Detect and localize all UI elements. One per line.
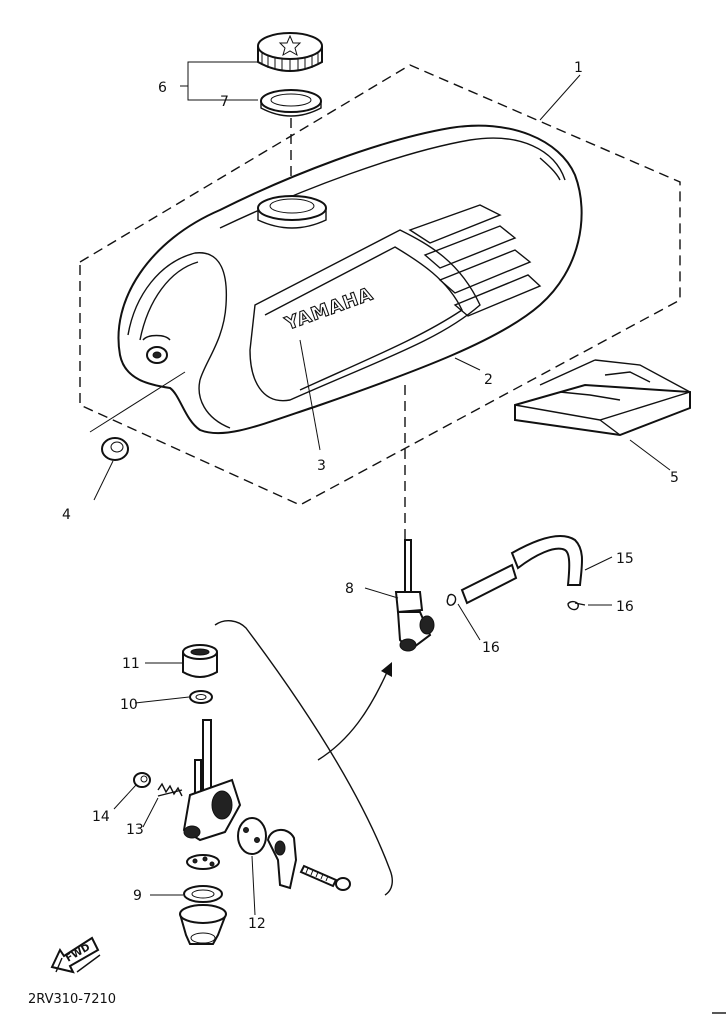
callout-1: 1 <box>574 60 583 76</box>
lever-screw <box>299 864 351 891</box>
callout-8: 8 <box>345 581 354 597</box>
callout-3: 3 <box>317 458 326 474</box>
cap-gasket <box>260 89 322 117</box>
callout-6: 6 <box>158 80 167 96</box>
fuel-cock <box>394 385 435 652</box>
fuel-cock-body <box>182 719 242 842</box>
drawing-code: 2RV310-7210 <box>28 992 116 1007</box>
bowl-gasket <box>183 885 223 903</box>
spring <box>157 782 183 797</box>
leader-lines <box>93 61 671 916</box>
grommet-leader <box>89 371 186 433</box>
detail-arrowhead <box>381 662 392 677</box>
forward-arrow-icon: FWD <box>50 936 101 974</box>
callout-2: 2 <box>484 372 493 388</box>
callout-5: 5 <box>670 470 679 486</box>
tank-grommet <box>101 437 129 461</box>
tank-damper <box>514 359 691 437</box>
fuel-cock-lever <box>266 829 298 890</box>
lever-packing <box>186 854 220 870</box>
callout-9: 9 <box>133 888 142 904</box>
o-ring <box>189 690 213 704</box>
callout-10: 10 <box>120 697 138 713</box>
fuel-tank: YAMAHA <box>117 124 583 435</box>
hose-clip-a <box>446 593 457 606</box>
filter-cup <box>182 644 218 678</box>
callout-12: 12 <box>248 916 266 932</box>
spring-cap <box>133 772 151 788</box>
callout-15: 15 <box>616 551 634 567</box>
callout-16-lower: 16 <box>482 640 500 656</box>
detail-bracket <box>214 620 393 896</box>
callout-16-right: 16 <box>616 599 634 615</box>
callout-7: 7 <box>220 94 229 110</box>
fuel-hose <box>460 535 583 605</box>
callout-11: 11 <box>122 656 140 672</box>
callout-4: 4 <box>62 507 71 523</box>
sediment-bowl <box>179 904 227 945</box>
detail-arrow <box>317 669 389 761</box>
hose-clip-b <box>567 600 586 611</box>
callout-14: 14 <box>92 809 110 825</box>
tank-assembly-boundary <box>79 64 681 506</box>
callout-13: 13 <box>126 822 144 838</box>
lever-plate <box>237 817 267 855</box>
fuel-cap <box>257 32 323 72</box>
